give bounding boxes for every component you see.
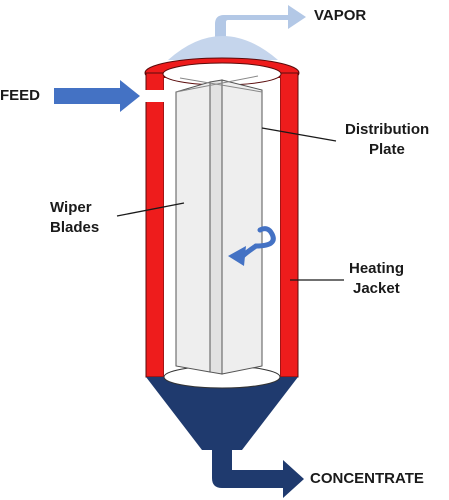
- vapor-dome: [168, 36, 278, 60]
- heating-jacket-label: Heating Jacket: [349, 259, 404, 299]
- wiper-blade-center: [209, 79, 223, 375]
- wiper-blade-top-edge-2: [175, 75, 259, 93]
- heating-jacket-label-line2: Jacket: [353, 280, 400, 297]
- wiper-blade-left: [175, 81, 211, 373]
- wiper-blades-label-line1: Wiper: [50, 199, 92, 216]
- concentrate-cone: [146, 377, 298, 450]
- wiper-blades-label-line2: Blades: [50, 219, 100, 236]
- distribution-plate-label-line2: Plate: [369, 141, 405, 158]
- wiper-blades-leader: [116, 202, 185, 217]
- distribution-plate-label: Distribution Plate: [345, 120, 429, 160]
- jacket-right-wall: [279, 72, 299, 378]
- concentrate-label: CONCENTRATE: [310, 470, 424, 487]
- wiper-blade-right: [221, 79, 263, 375]
- rotation-arrow-icon: [228, 226, 276, 266]
- vapor-outlet-arrow: [215, 5, 306, 52]
- distribution-plate-label-line1: Distribution: [345, 121, 430, 138]
- concentrate-outlet-arrow: [212, 450, 304, 498]
- feed-inlet-gap: [145, 90, 166, 102]
- jacket-left-wall: [145, 72, 165, 378]
- heating-jacket-label-line1: Heating: [349, 260, 405, 277]
- wiper-blades-label: Wiper Blades: [50, 198, 99, 238]
- feed-label: FEED: [0, 87, 41, 104]
- wiper-blade-top-edge: [179, 77, 263, 93]
- feed-arrow: [54, 80, 140, 112]
- distribution-plate-leader: [261, 127, 337, 142]
- vapor-label: VAPOR: [314, 7, 367, 24]
